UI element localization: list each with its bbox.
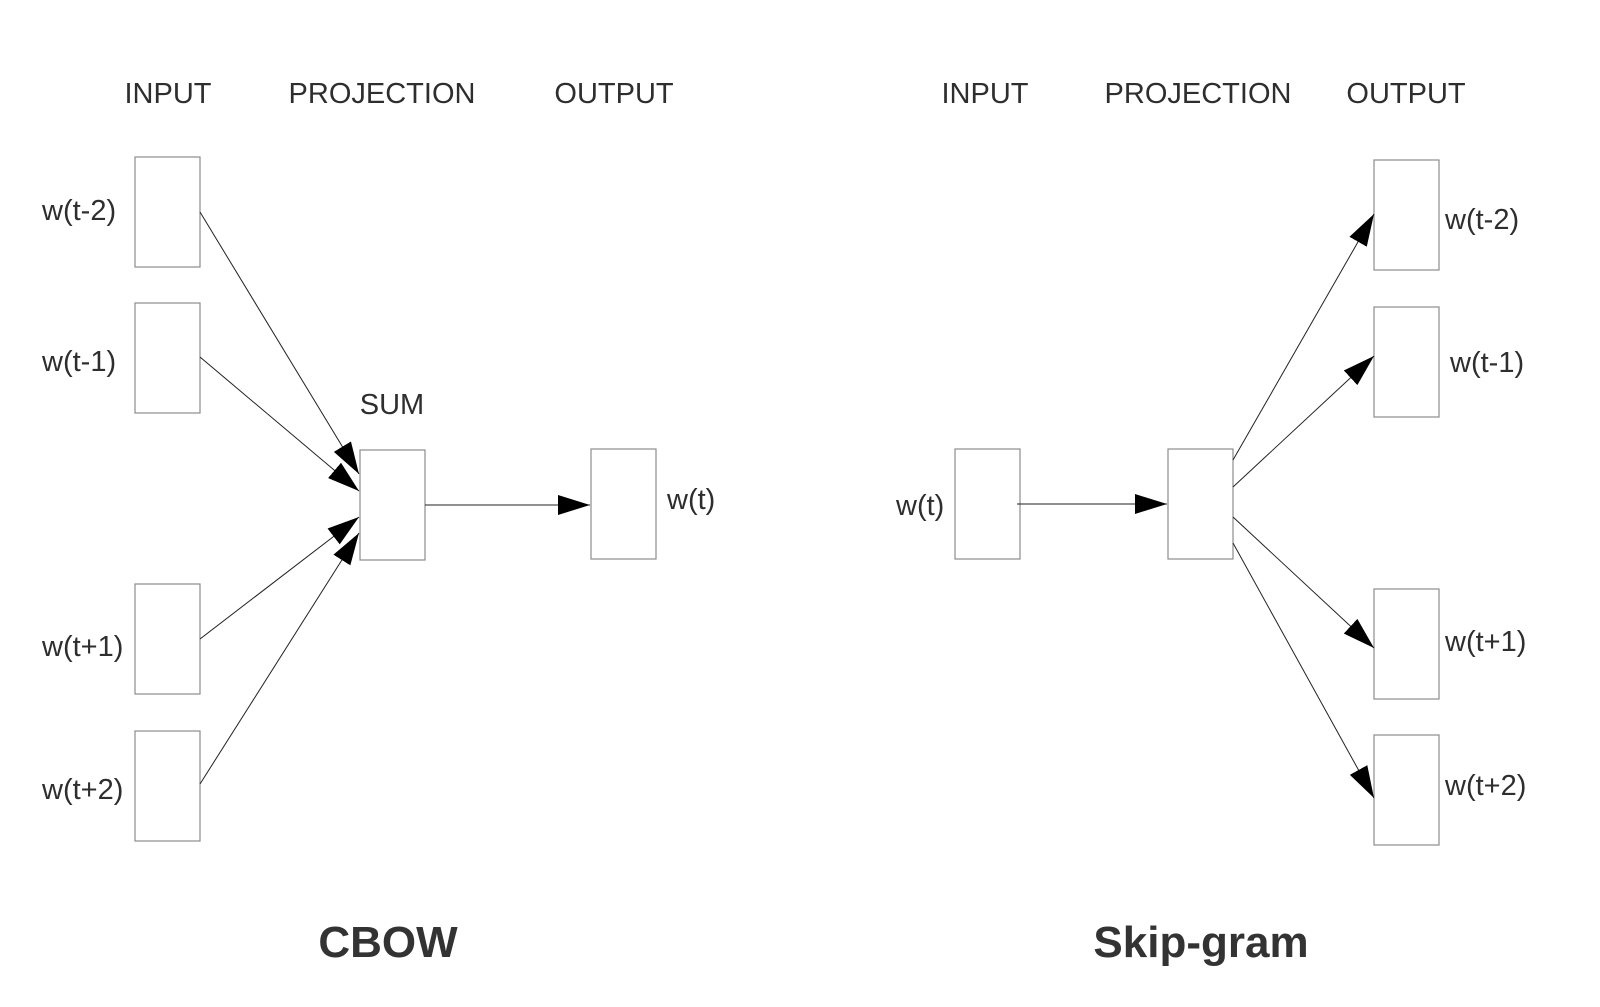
skipgram-input-node	[954, 448, 1021, 560]
skipgram-title: Skip-gram	[1093, 918, 1308, 967]
skipgram-projection-heading: PROJECTION	[1105, 78, 1292, 110]
skipgram-output-label-4: w(t+2)	[1444, 770, 1526, 802]
cbow-edge-1	[199, 211, 360, 475]
skipgram-output-label-1: w(t-2)	[1444, 204, 1519, 236]
cbow-input-label-1: w(t-2)	[41, 195, 116, 227]
skipgram-output-label-2: w(t-1)	[1449, 347, 1524, 379]
skipgram-output-node-4	[1373, 734, 1440, 846]
cbow-model: INPUT PROJECTION OUTPUT w(t-2) w(t-1) w(…	[41, 78, 715, 967]
cbow-input-node-4	[134, 730, 201, 842]
cbow-input-label-2: w(t-1)	[41, 346, 116, 378]
skipgram-output-node-2	[1373, 306, 1440, 418]
skipgram-edge-3	[1232, 516, 1375, 649]
cbow-input-label-3: w(t+1)	[41, 631, 123, 663]
cbow-input-node-1	[134, 156, 201, 268]
cbow-edge-2	[199, 356, 360, 492]
skipgram-input-label: w(t)	[895, 490, 944, 522]
cbow-output-node	[590, 448, 657, 560]
cbow-projection-heading: PROJECTION	[289, 78, 476, 110]
cbow-input-heading: INPUT	[125, 78, 212, 110]
skipgram-edge-4	[1232, 542, 1375, 799]
cbow-title: CBOW	[318, 918, 458, 967]
cbow-output-label: w(t)	[666, 484, 715, 516]
skipgram-projection-node	[1167, 448, 1234, 560]
cbow-edge-4	[199, 532, 360, 785]
skipgram-edge-2	[1232, 355, 1375, 488]
cbow-input-node-3	[134, 583, 201, 695]
skipgram-edge-1	[1232, 213, 1375, 461]
skipgram-output-node-3	[1373, 588, 1440, 700]
skipgram-output-heading: OUTPUT	[1346, 78, 1466, 110]
cbow-sum-label: SUM	[360, 389, 424, 421]
cbow-output-heading: OUTPUT	[554, 78, 674, 110]
cbow-input-label-4: w(t+2)	[41, 774, 123, 806]
cbow-projection-node	[359, 449, 426, 561]
skipgram-output-node-1	[1373, 159, 1440, 271]
skipgram-model: INPUT PROJECTION OUTPUT w(t) w(t-2) w(t-…	[895, 78, 1526, 967]
skipgram-input-heading: INPUT	[942, 78, 1029, 110]
skipgram-output-label-3: w(t+1)	[1444, 626, 1526, 658]
cbow-input-node-2	[134, 302, 201, 414]
cbow-edge-3	[199, 516, 360, 640]
